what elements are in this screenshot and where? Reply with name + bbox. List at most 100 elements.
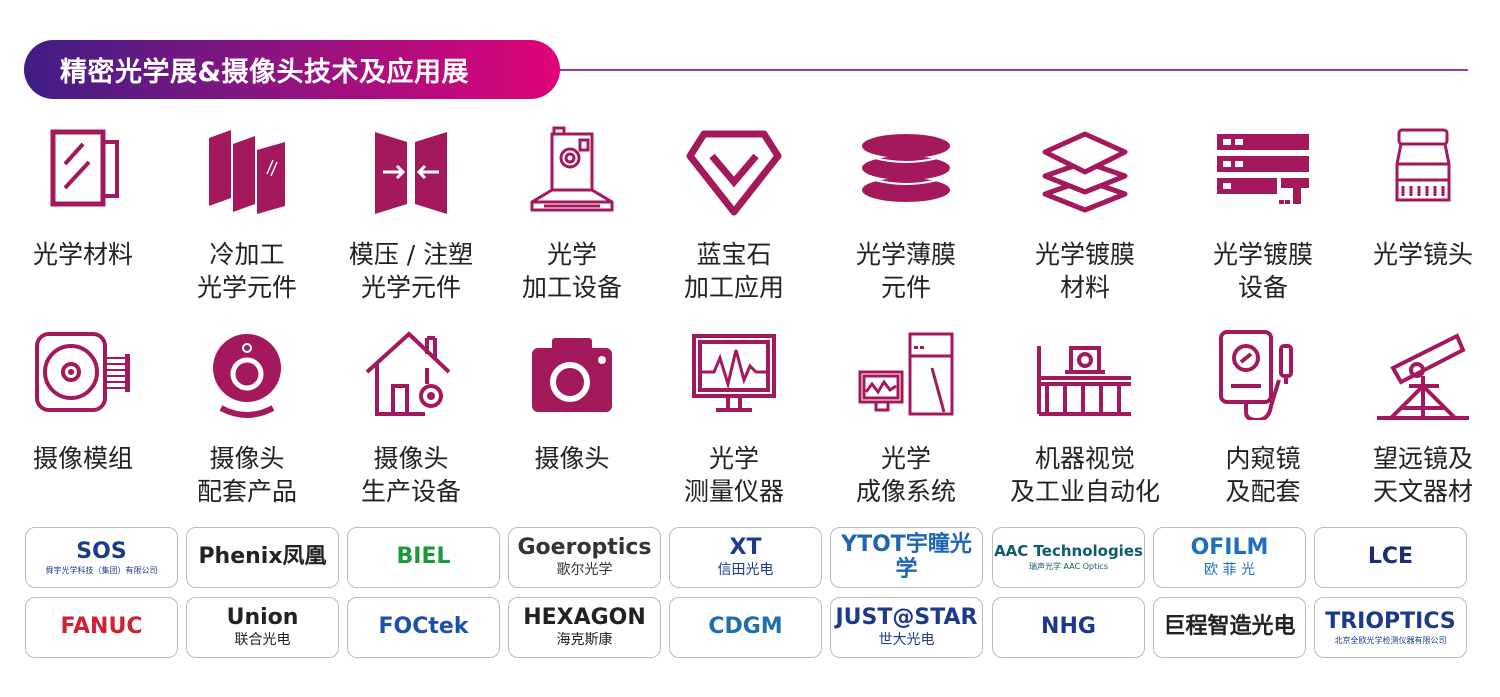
logo-subtitle: 联合光电 bbox=[234, 632, 291, 649]
category-item: 摄像模组 bbox=[0, 328, 173, 475]
category-label-line: 摄像模组 bbox=[32, 444, 133, 473]
logo-name: BIEL bbox=[396, 544, 451, 570]
logo-name: 巨程智造光电 bbox=[1163, 614, 1296, 640]
film-discs-icon bbox=[861, 134, 951, 202]
category-label: 光学成像系统 bbox=[816, 442, 996, 508]
logo-subtitle: 世大光电 bbox=[878, 632, 935, 649]
category-label: 摄像头生产设备 bbox=[321, 442, 501, 508]
category-label-line: 及配套 bbox=[1225, 477, 1301, 506]
factory-gear-icon bbox=[365, 331, 451, 416]
category-label-line: 摄像头 bbox=[534, 444, 610, 473]
category-label-line: 光学 bbox=[880, 444, 931, 473]
logo-name: LCE bbox=[1367, 544, 1414, 570]
category-label-line: 测量仪器 bbox=[683, 477, 784, 506]
category-item: 内窥镜及配套 bbox=[1173, 328, 1353, 508]
category-item: 光学薄膜元件 bbox=[816, 124, 996, 304]
category-item: 光学镜头 bbox=[1333, 124, 1500, 271]
category-label-line: 蓝宝石 bbox=[696, 240, 772, 269]
logo-name: CDGM bbox=[708, 614, 783, 640]
category-item: 蓝宝石加工应用 bbox=[644, 124, 824, 304]
category-label: 光学薄膜元件 bbox=[816, 238, 996, 304]
category-item: 摄像头 bbox=[482, 328, 662, 475]
category-label: 光学镀膜材料 bbox=[995, 238, 1175, 304]
exhibitor-logo: FANUC bbox=[25, 597, 178, 658]
category-label: 光学镀膜设备 bbox=[1173, 238, 1353, 304]
glass-panel-icon bbox=[50, 129, 119, 207]
logo-name: FANUC bbox=[60, 614, 143, 640]
category-label-line: 光学薄膜 bbox=[855, 240, 956, 269]
exhibitor-logo: CDGM bbox=[669, 597, 822, 658]
divider-line bbox=[560, 69, 1468, 71]
exhibitor-logo: YTOT宇瞳光学 bbox=[830, 527, 983, 588]
exhibitor-logo: FOCtek bbox=[347, 597, 500, 658]
section-title: 精密光学展&摄像头技术及应用展 bbox=[60, 57, 470, 88]
category-label-line: 光学镀膜 bbox=[1212, 240, 1313, 269]
category-label-line: 光学 bbox=[708, 444, 759, 473]
category-label-line: 设备 bbox=[1237, 273, 1288, 302]
category-label: 望远镜及天文器材 bbox=[1333, 442, 1500, 508]
category-label-line: 光学元件 bbox=[196, 273, 297, 302]
logo-name: HEXAGON bbox=[523, 605, 646, 631]
exhibitor-logo: BIEL bbox=[347, 527, 500, 588]
mold-press-icon bbox=[375, 132, 447, 214]
category-label-line: 光学材料 bbox=[32, 240, 133, 269]
category-label-line: 摄像头 bbox=[373, 444, 449, 473]
category-label: 光学加工设备 bbox=[482, 238, 662, 304]
section-title-banner: 精密光学展&摄像头技术及应用展 bbox=[24, 40, 560, 99]
category-item: 光学测量仪器 bbox=[644, 328, 824, 508]
exhibitor-logo: LCE bbox=[1314, 527, 1467, 588]
category-label: 内窥镜及配套 bbox=[1173, 442, 1353, 508]
category-item: 光学成像系统 bbox=[816, 328, 996, 508]
category-label-line: 元件 bbox=[880, 273, 931, 302]
category-item: 冷加工光学元件 bbox=[157, 124, 337, 304]
exhibitor-logo: Phenix凤凰 bbox=[186, 527, 339, 588]
logo-name: YTOT宇瞳光学 bbox=[841, 532, 972, 582]
category-label: 光学材料 bbox=[0, 238, 173, 271]
coating-equipment-icon bbox=[1217, 134, 1309, 204]
category-item: 摄像头生产设备 bbox=[321, 328, 501, 508]
category-label-line: 光学 bbox=[546, 240, 597, 269]
exhibitor-logo: NHG bbox=[992, 597, 1145, 658]
camera-module-icon bbox=[35, 332, 130, 412]
glass-sheets-icon bbox=[209, 130, 285, 214]
logo-name: OFILM bbox=[1190, 535, 1269, 561]
category-item: 望远镜及天文器材 bbox=[1333, 328, 1500, 508]
category-label-line: 光学镀膜 bbox=[1034, 240, 1135, 269]
logo-name: AAC Technologies bbox=[994, 542, 1143, 561]
category-item: 光学材料 bbox=[0, 124, 173, 271]
category-label-line: 加工设备 bbox=[521, 273, 622, 302]
logo-subtitle: 海克斯康 bbox=[556, 632, 613, 649]
logo-subtitle: 舜宇光学科技（集团）有限公司 bbox=[45, 565, 158, 575]
category-label-line: 机器视觉 bbox=[1034, 444, 1135, 473]
category-label-line: 光学镜头 bbox=[1372, 240, 1473, 269]
logo-subtitle: 瑞声光学 AAC Optics bbox=[1029, 561, 1108, 571]
category-label-line: 成像系统 bbox=[855, 477, 956, 506]
category-label-line: 及工业自动化 bbox=[1009, 477, 1160, 506]
category-label-line: 光学元件 bbox=[360, 273, 461, 302]
category-label-line: 摄像头 bbox=[209, 444, 285, 473]
lens-icon bbox=[1395, 128, 1451, 202]
category-label-line: 模压 / 注塑 bbox=[348, 240, 474, 269]
logo-name: TRIOPTICS bbox=[1325, 608, 1456, 634]
category-label-line: 望远镜及 bbox=[1372, 444, 1473, 473]
category-label: 摄像头 bbox=[482, 442, 662, 475]
coating-layers-icon bbox=[1042, 131, 1128, 213]
logo-name: Phenix凤凰 bbox=[198, 544, 327, 570]
monitor-waveform-icon bbox=[692, 334, 776, 412]
category-label-line: 生产设备 bbox=[360, 477, 461, 506]
category-item: 摄像头配套产品 bbox=[157, 328, 337, 508]
category-label: 蓝宝石加工应用 bbox=[644, 238, 824, 304]
logo-name: NHG bbox=[1041, 614, 1096, 640]
category-item: 光学加工设备 bbox=[482, 124, 662, 304]
sapphire-gem-icon bbox=[686, 130, 782, 216]
webcam-icon bbox=[213, 334, 281, 418]
logo-subtitle: 信田光电 bbox=[717, 562, 774, 579]
camera-icon bbox=[532, 338, 612, 412]
logo-name: FOCtek bbox=[378, 614, 469, 640]
